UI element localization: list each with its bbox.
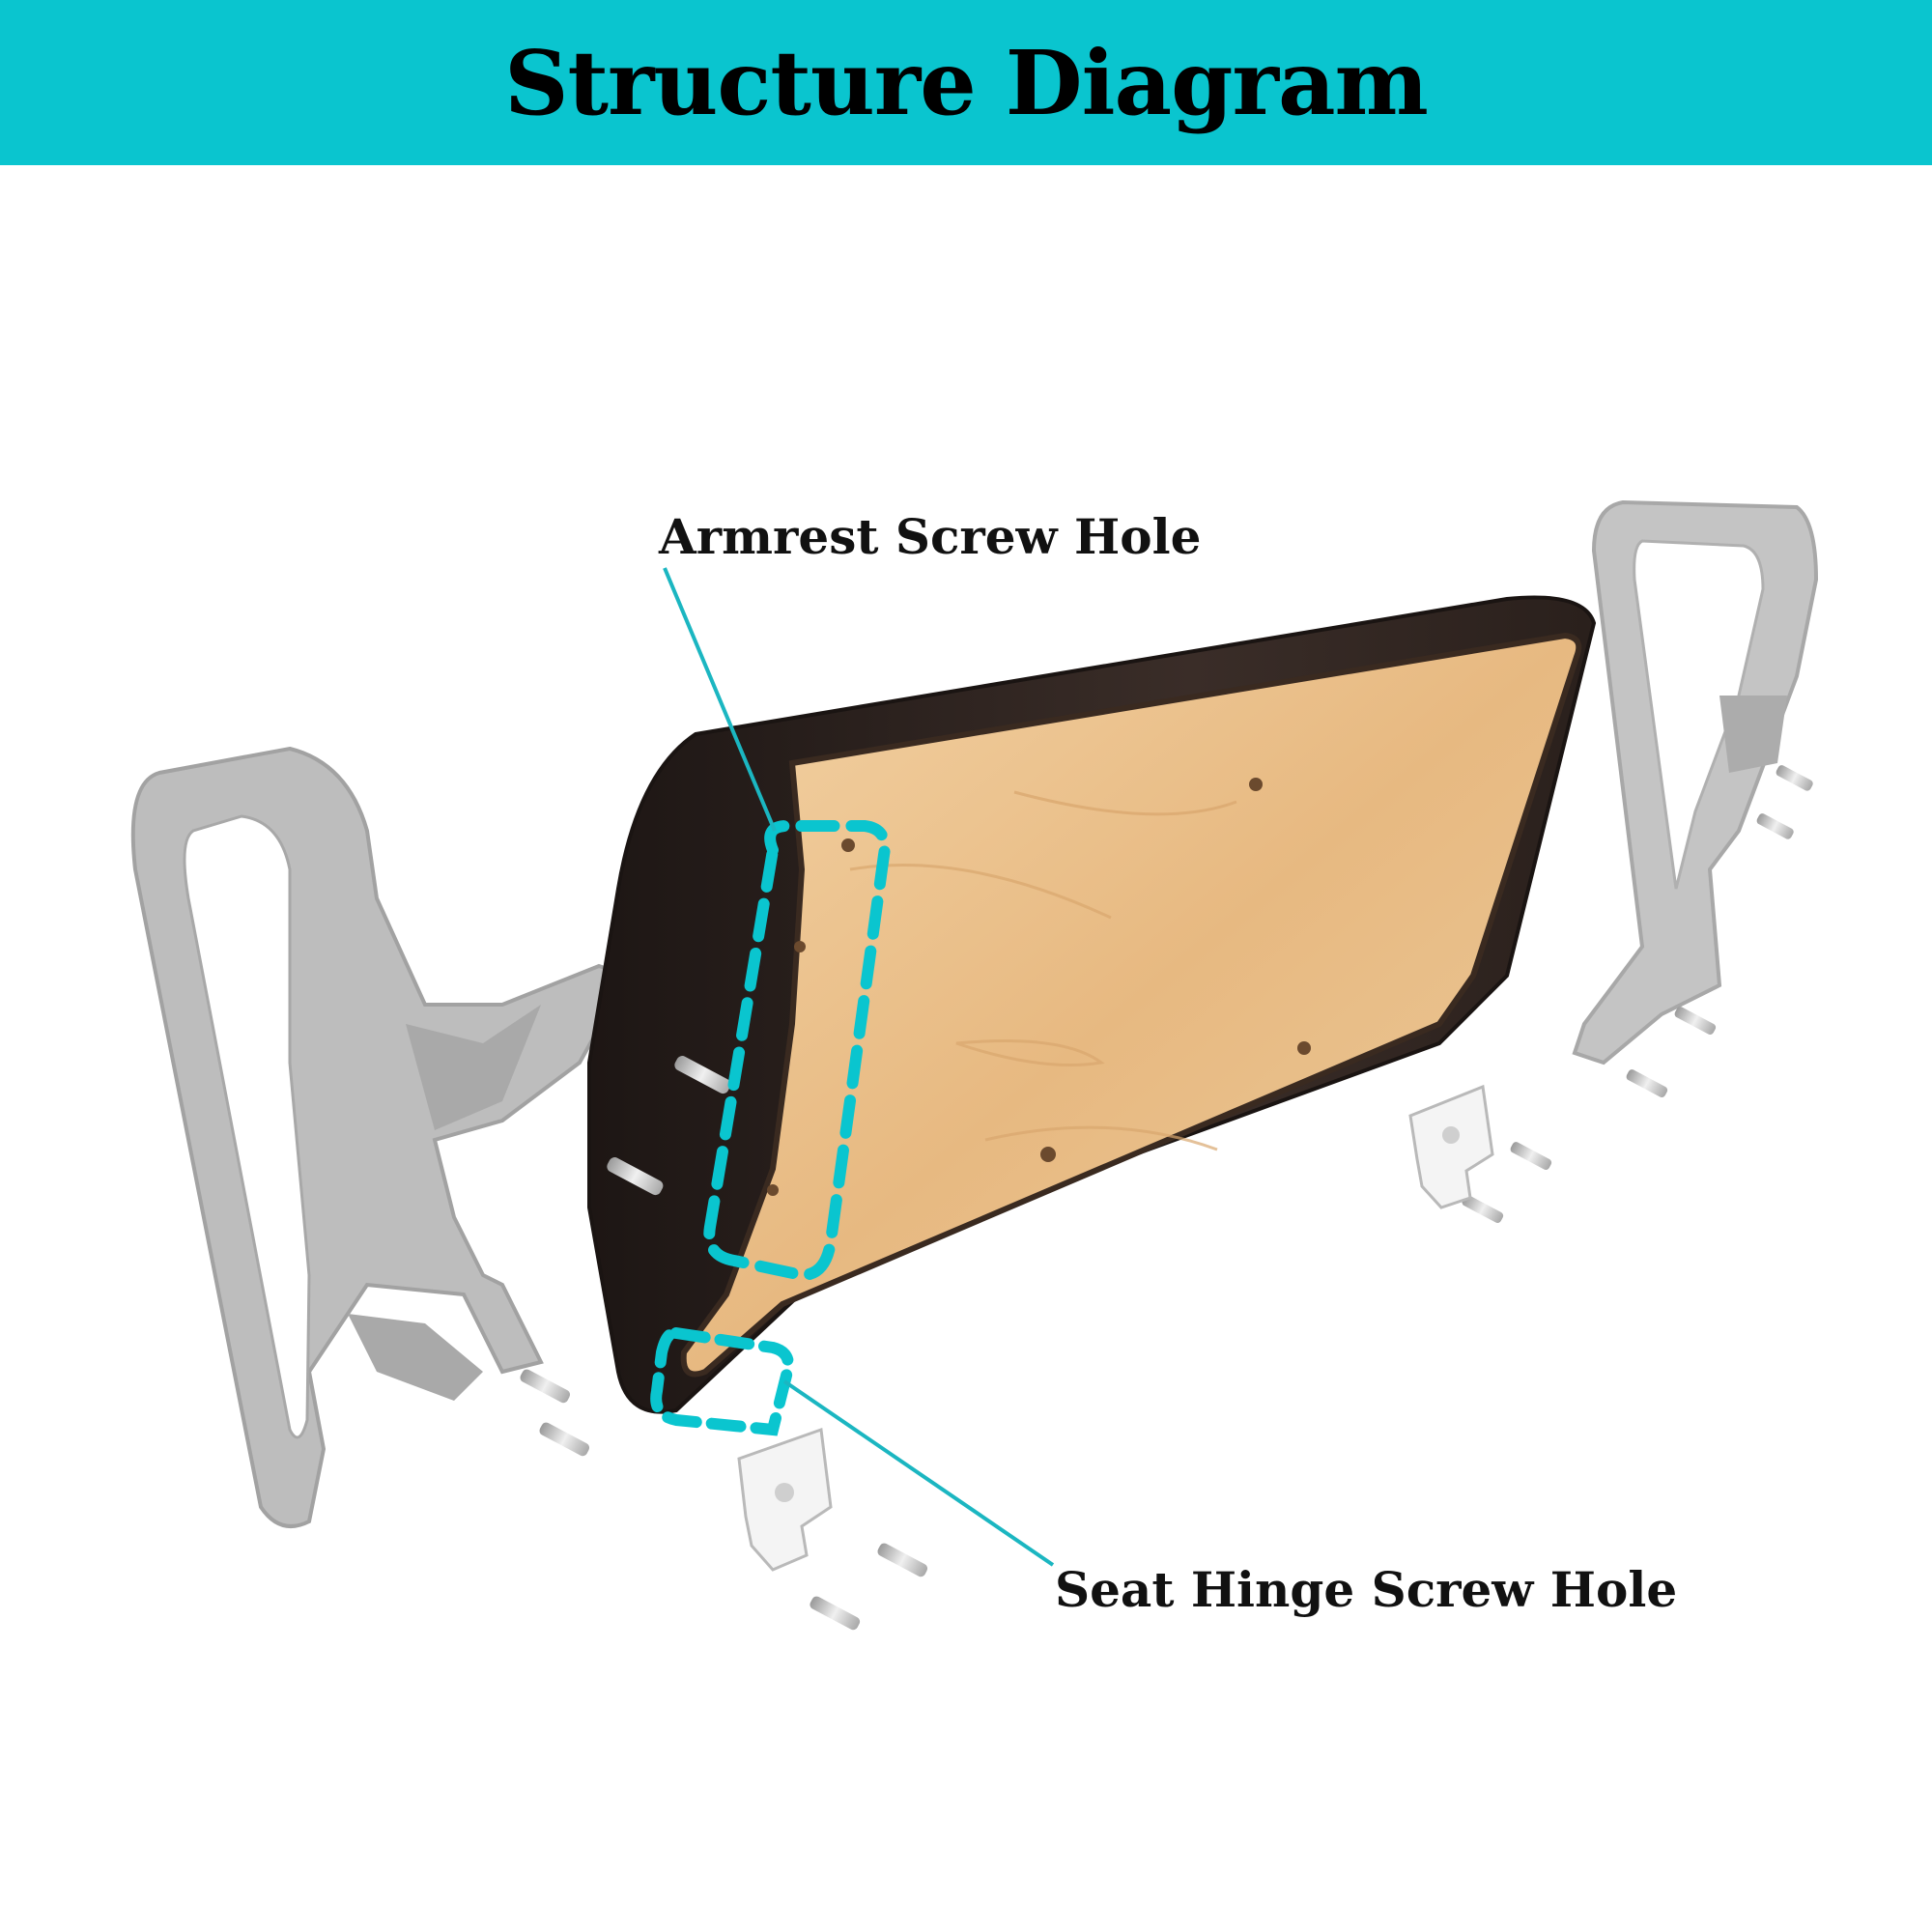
armrest-callout-line (663, 567, 777, 832)
screw-hole (767, 1184, 779, 1196)
screw-hole (1040, 1147, 1056, 1162)
page-title: Structure Diagram (504, 30, 1429, 135)
seat-hinge-right (1408, 1084, 1494, 1209)
screw-hole (1249, 778, 1263, 791)
title-banner: Structure Diagram (0, 0, 1932, 165)
screw-hole (841, 838, 855, 852)
seat-hinge-left (737, 1427, 833, 1572)
seat-hinge-screw-hole-label: Seat Hinge Screw Hole (1055, 1561, 1678, 1618)
seat-hinge-screw-hole-highlight (650, 1326, 794, 1436)
seat-hinge-callout-line (782, 1379, 1055, 1567)
right-armrest-bracket (1572, 499, 1819, 1065)
screw-hole (794, 941, 806, 952)
screw-hole (1297, 1041, 1311, 1055)
screw-icon (520, 765, 1813, 1631)
left-armrest-bracket (130, 746, 631, 1528)
armrest-screw-hole-highlight (703, 820, 891, 1282)
seat-cushion (587, 595, 1597, 1414)
armrest-screw-hole-label: Armrest Screw Hole (659, 508, 1202, 565)
